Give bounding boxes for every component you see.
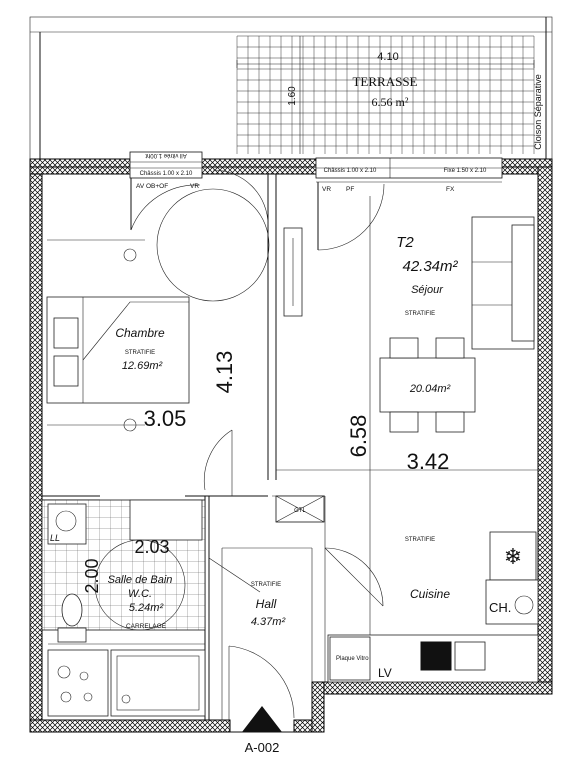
hall-finish: STRATIFIE: [251, 582, 281, 588]
bedroom-furniture: [46, 239, 190, 432]
living-window: Châssis 1.00 x 2.10 Fixe 1.50 x 2.10 PF …: [315, 157, 503, 251]
bedroom-window: All vitrée 1.00ht Châssis 1.00 x 2.10 AV…: [129, 151, 203, 231]
living-window-fx: FX: [446, 186, 455, 193]
bedroom-width-dimension: 3.05: [144, 406, 187, 431]
bathroom-label: Salle de Bain: [108, 574, 173, 586]
bathroom-area: 5.24m²: [129, 602, 164, 614]
terrace-decking-grid: [236, 35, 535, 154]
bathroom-depth-dimension: 2.00: [82, 558, 102, 593]
bedroom-window-codes: AV OB+OF: [136, 183, 168, 190]
living-window-pf: PF: [346, 186, 354, 193]
room-labels: Chambre STRATIFIE 12.69m² 4.13 3.05 T2 4…: [115, 234, 458, 628]
bathroom-width-dimension: 2.03: [134, 537, 169, 557]
bathroom-finish: CARRELAGE: [126, 623, 167, 630]
washing-machine-label: LL: [50, 533, 60, 543]
terrace-depth-dimension: 1.60: [287, 86, 298, 106]
dishwasher-label: LV: [378, 666, 392, 680]
living-window-frame-label: Châssis 1.00 x 2.10: [324, 168, 377, 174]
exterior-walls: [29, 158, 553, 733]
hall-label: Hall: [256, 597, 277, 611]
kitchen-label: Cuisine: [410, 587, 450, 601]
terrace: 4.10 1.60 TERRASSE 6.56 m² Cloison Sépar…: [29, 16, 553, 160]
bedroom-window-vr: VR: [190, 183, 199, 190]
living-depth-dimension: 6.58: [346, 415, 371, 458]
living-finish: STRATIFIE: [405, 311, 435, 317]
unit-total-area: 42.34m²: [402, 258, 458, 275]
wc-label: W.C.: [128, 588, 152, 600]
entrance: A-002: [230, 706, 294, 755]
living-furniture: [283, 216, 535, 433]
hob-label: Plaque Vitro: [336, 656, 369, 662]
living-window-vr: VR: [322, 186, 331, 193]
interior-partitions: GTL: [42, 174, 538, 720]
terrace-width-dimension: 4.10: [377, 51, 398, 63]
bathroom: LL 2.03 2.00 Salle de Bain W.C. 5.24m² C…: [41, 499, 206, 717]
bedroom-area: 12.69m²: [122, 360, 163, 372]
living-window-fixed-label: Fixe 1.50 x 2.10: [444, 168, 487, 174]
door-swings: [156, 169, 384, 720]
boiler-label: CH.: [489, 600, 511, 615]
bedroom-window-frame-label: Châssis 1.00 x 2.10: [140, 171, 193, 177]
living-sub-area: 20.04m²: [409, 383, 451, 395]
living-width-dimension: 3.42: [407, 449, 450, 474]
kitchen-finish: STRATIFIE: [405, 537, 435, 543]
bedroom-depth-dimension: 4.13: [212, 351, 237, 394]
kitchen-fittings: ❄ CH. Plaque Vitro LV Cuisine STRATIFIE: [327, 531, 539, 683]
bedroom-label: Chambre: [115, 326, 165, 340]
living-room-label: Séjour: [411, 284, 444, 296]
bedroom-window-label: All vitrée 1.00ht: [145, 152, 187, 158]
separating-partition-label: Cloison Séparative: [533, 74, 543, 150]
hall-area: 4.37m²: [251, 616, 286, 628]
unit-entrance-code: A-002: [245, 740, 280, 755]
gaine-label: GTL: [294, 508, 306, 514]
terrace-label: TERRASSE: [352, 74, 417, 89]
bedroom-finish: STRATIFIE: [125, 350, 155, 356]
terrace-area: 6.56 m²: [372, 95, 409, 109]
unit-type-label: T2: [396, 234, 414, 251]
freezer-icon: ❄: [504, 544, 522, 569]
